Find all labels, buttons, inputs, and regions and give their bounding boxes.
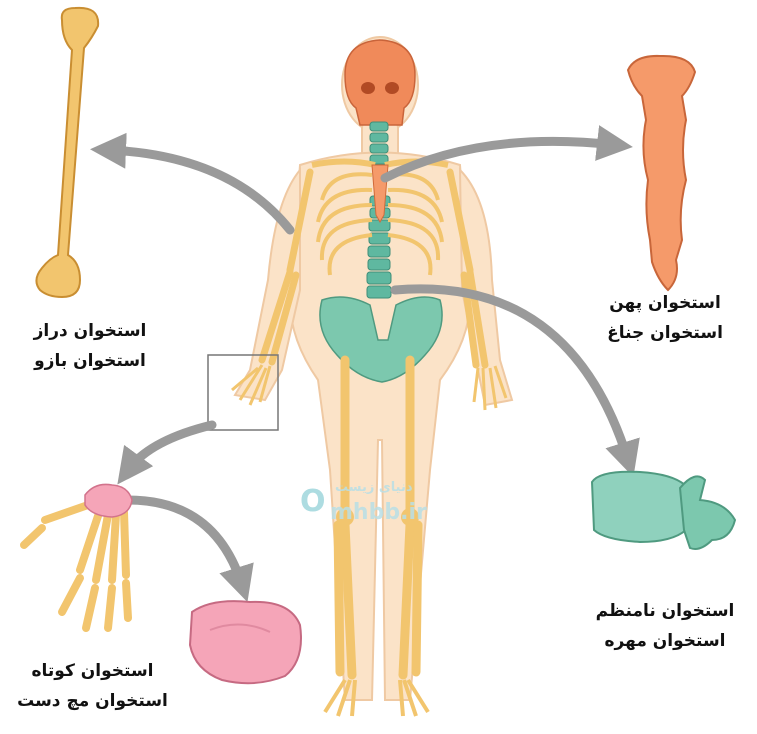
flat-bone-label: استخوان پهن استخوان جناغ <box>585 288 745 348</box>
vertebra-illustration <box>592 472 735 549</box>
long-bone-type: استخوان دراز <box>10 316 170 346</box>
watermark-site: mhbb.ir <box>330 500 427 525</box>
carpal-bone-illustration <box>190 601 301 683</box>
long-bone-label: استخوان دراز استخوان بازو <box>10 316 170 376</box>
flat-bone-type: استخوان پهن <box>585 288 745 318</box>
irregular-bone-example: استخوان مهره <box>575 626 755 656</box>
sternum-illustration <box>628 56 695 290</box>
flat-bone-example: استخوان جناغ <box>585 318 745 348</box>
short-bone-label: استخوان کوتاه استخوان مچ دست <box>5 656 180 716</box>
irregular-bone-label: استخوان نامنظم استخوان مهره <box>575 596 755 656</box>
short-bone-type: استخوان کوتاه <box>5 656 180 686</box>
watermark-logo: O <box>300 484 326 519</box>
hand-illustration <box>24 484 132 628</box>
long-bone-example: استخوان بازو <box>10 346 170 376</box>
irregular-bone-type: استخوان نامنظم <box>575 596 755 626</box>
humerus-illustration <box>36 8 98 297</box>
foot-bones <box>325 680 428 716</box>
arrow-to-long-bone <box>108 150 290 230</box>
arrow-to-hand <box>128 425 212 470</box>
carpal-bones <box>85 484 132 517</box>
watermark-name: دنیای زیست <box>335 480 413 495</box>
short-bone-example: استخوان مچ دست <box>5 686 180 716</box>
arrow-to-carpal <box>128 500 242 585</box>
